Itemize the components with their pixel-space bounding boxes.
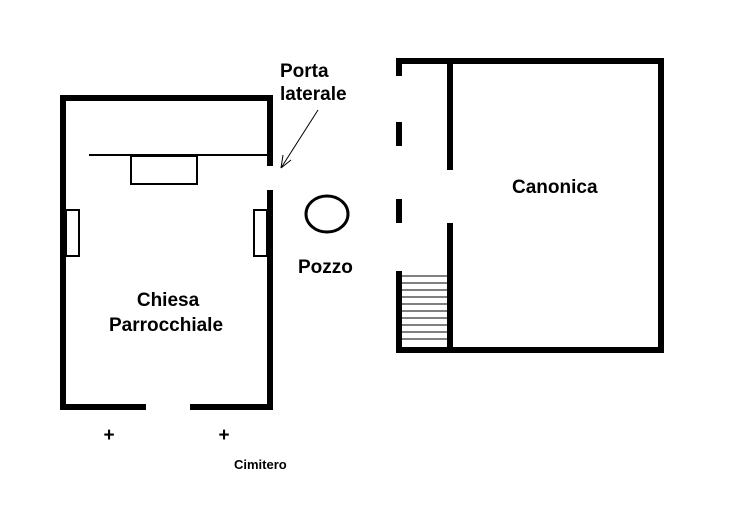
side-door-arrow	[280, 109, 319, 169]
label-porta-line1: Porta	[280, 61, 329, 82]
cross-icon-right: +	[218, 425, 229, 446]
label-canonica: Canonica	[512, 177, 598, 198]
staircase	[401, 275, 447, 340]
church-right-niche	[253, 209, 268, 257]
label-pozzo: Pozzo	[298, 257, 353, 278]
church-wall-outline	[60, 95, 273, 410]
rectory-building	[396, 58, 664, 353]
church-left-niche	[65, 209, 80, 257]
label-cimitero: Cimitero	[234, 457, 287, 472]
well-icon	[304, 194, 350, 234]
church-altar	[130, 155, 198, 185]
label-chiesa-line1: Chiesa	[137, 290, 200, 311]
cross-icon-left: +	[103, 425, 114, 446]
label-chiesa-line2: Parrocchiale	[109, 315, 223, 336]
church-wall-right-lower	[190, 190, 273, 410]
church-building	[60, 95, 273, 410]
rectory-outer-wall	[396, 58, 664, 353]
label-porta-line2: laterale	[280, 84, 347, 105]
